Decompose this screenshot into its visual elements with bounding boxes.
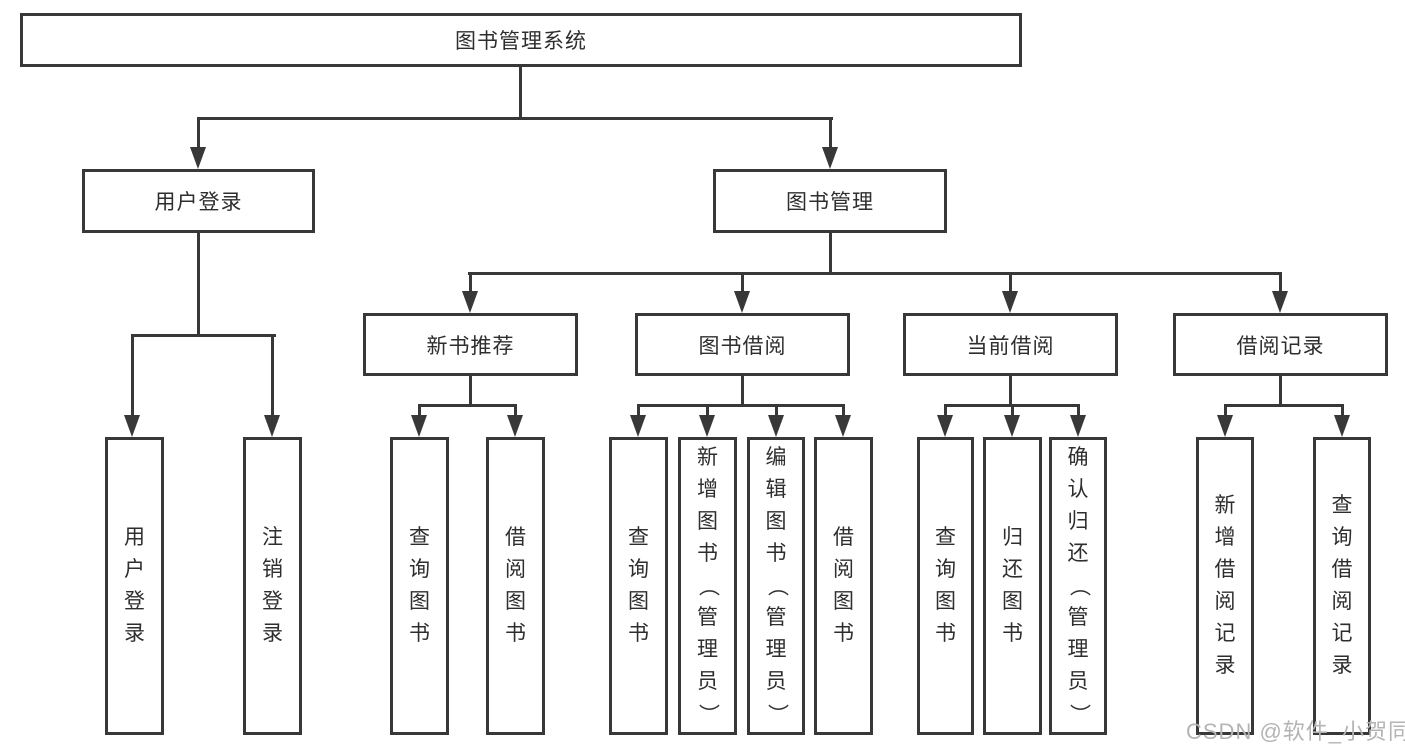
leaf-query-borrow-record: 查询借阅记录 [1313, 437, 1371, 735]
leaf-borrow-books-label: 借阅图书 [505, 526, 526, 645]
connector-line [637, 404, 845, 407]
leaf-query-books-label: 查询图书 [935, 526, 956, 645]
leaf-add-borrow-record: 新增借阅记录 [1196, 437, 1254, 735]
node-user-login-label: 用户登录 [154, 191, 243, 214]
node-root-label: 图书管理系统 [455, 30, 587, 53]
watermark: CSDN @软件_小贺同学 [1186, 719, 1405, 744]
leaf-query-books-label: 查询图书 [409, 526, 430, 645]
leaf-query-books: 查询图书 [390, 437, 449, 735]
connector-line [271, 334, 274, 415]
arrowhead-icon [835, 415, 851, 437]
connector-line [197, 117, 200, 148]
arrowhead-icon [411, 415, 427, 437]
node-borrow-records-label: 借阅记录 [1236, 334, 1325, 358]
connector-line [469, 376, 472, 406]
connector-line [197, 233, 200, 337]
leaf-user-login: 用户登录 [105, 437, 164, 735]
arrowhead-icon [734, 291, 750, 313]
arrowhead-icon [1272, 291, 1288, 313]
connector-line [944, 404, 947, 417]
leaf-add-borrow-record-label: 新增借阅记录 [1214, 494, 1236, 677]
connector-line [829, 117, 832, 148]
arrowhead-icon [699, 415, 715, 437]
leaf-borrow-books: 借阅图书 [814, 437, 873, 735]
connector-line [519, 67, 522, 120]
connector-line [1224, 404, 1343, 407]
node-book-management-label: 图书管理 [786, 191, 874, 214]
arrowhead-icon [124, 415, 140, 437]
connector-line [1279, 272, 1282, 293]
leaf-query-books-label: 查询图书 [628, 526, 649, 645]
connector-line [1009, 272, 1012, 293]
arrowhead-icon [1004, 415, 1020, 437]
leaf-logout-label: 注销登录 [262, 526, 283, 645]
node-new-book-recommend: 新书推荐 [363, 313, 578, 376]
arrowhead-icon [937, 415, 953, 437]
arrowhead-icon [462, 291, 478, 313]
leaf-logout: 注销登录 [243, 437, 302, 735]
connector-line [1341, 404, 1344, 417]
connector-line [1224, 404, 1227, 417]
leaf-borrow-books-label: 借阅图书 [833, 526, 854, 645]
connector-line [1077, 404, 1080, 417]
connector-line [775, 404, 778, 417]
arrowhead-icon [768, 415, 784, 437]
leaf-return-books-label: 归还图书 [1002, 526, 1023, 645]
leaf-query-borrow-record-label: 查询借阅记录 [1331, 494, 1353, 677]
connector-line [842, 404, 845, 417]
connector-line [637, 404, 640, 417]
leaf-edit-books-admin: 编辑图书（管理员） [747, 437, 805, 735]
arrowhead-icon [507, 415, 523, 437]
connector-line [468, 272, 1282, 275]
leaf-query-books: 查询图书 [917, 437, 974, 735]
connector-line [741, 376, 744, 406]
connector-line [514, 404, 517, 417]
arrowhead-icon [190, 147, 206, 169]
arrowhead-icon [822, 147, 838, 169]
connector-line [418, 404, 517, 407]
leaf-edit-books-admin-label: 编辑图书（管理员） [765, 446, 788, 725]
leaf-add-books-admin: 新增图书（管理员） [678, 437, 737, 735]
arrowhead-icon [1334, 415, 1350, 437]
arrowhead-icon [1070, 415, 1086, 437]
connector-line [469, 272, 472, 293]
node-root: 图书管理系统 [20, 13, 1022, 67]
connector-line [131, 334, 134, 415]
connector-line [829, 233, 832, 274]
node-new-book-recommend-label: 新书推荐 [426, 334, 515, 358]
arrowhead-icon [630, 415, 646, 437]
node-current-borrow-label: 当前借阅 [966, 334, 1055, 358]
leaf-confirm-return-admin: 确认归还（管理员） [1049, 437, 1107, 735]
node-current-borrow: 当前借阅 [903, 313, 1118, 376]
leaf-user-login-label: 用户登录 [124, 526, 145, 645]
connector-line [418, 404, 421, 417]
arrowhead-icon [1002, 291, 1018, 313]
arrowhead-icon [1217, 415, 1233, 437]
connector-line [131, 334, 276, 337]
connector-line [197, 117, 833, 120]
leaf-add-books-admin-label: 新增图书（管理员） [696, 446, 720, 725]
arrowhead-icon [264, 415, 280, 437]
leaf-borrow-books: 借阅图书 [486, 437, 545, 735]
node-book-borrow: 图书借阅 [635, 313, 850, 376]
node-user-login: 用户登录 [82, 169, 315, 233]
leaf-query-books: 查询图书 [609, 437, 668, 735]
connector-line [1279, 376, 1282, 406]
node-borrow-records: 借阅记录 [1173, 313, 1388, 376]
connector-line [741, 272, 744, 293]
node-book-borrow-label: 图书借阅 [698, 334, 787, 358]
connector-line [1009, 376, 1012, 406]
leaf-return-books: 归还图书 [983, 437, 1042, 735]
connector-line [1011, 404, 1014, 417]
connector-line [706, 404, 709, 417]
node-book-management: 图书管理 [713, 169, 947, 233]
leaf-confirm-return-admin-label: 确认归还（管理员） [1067, 446, 1090, 725]
